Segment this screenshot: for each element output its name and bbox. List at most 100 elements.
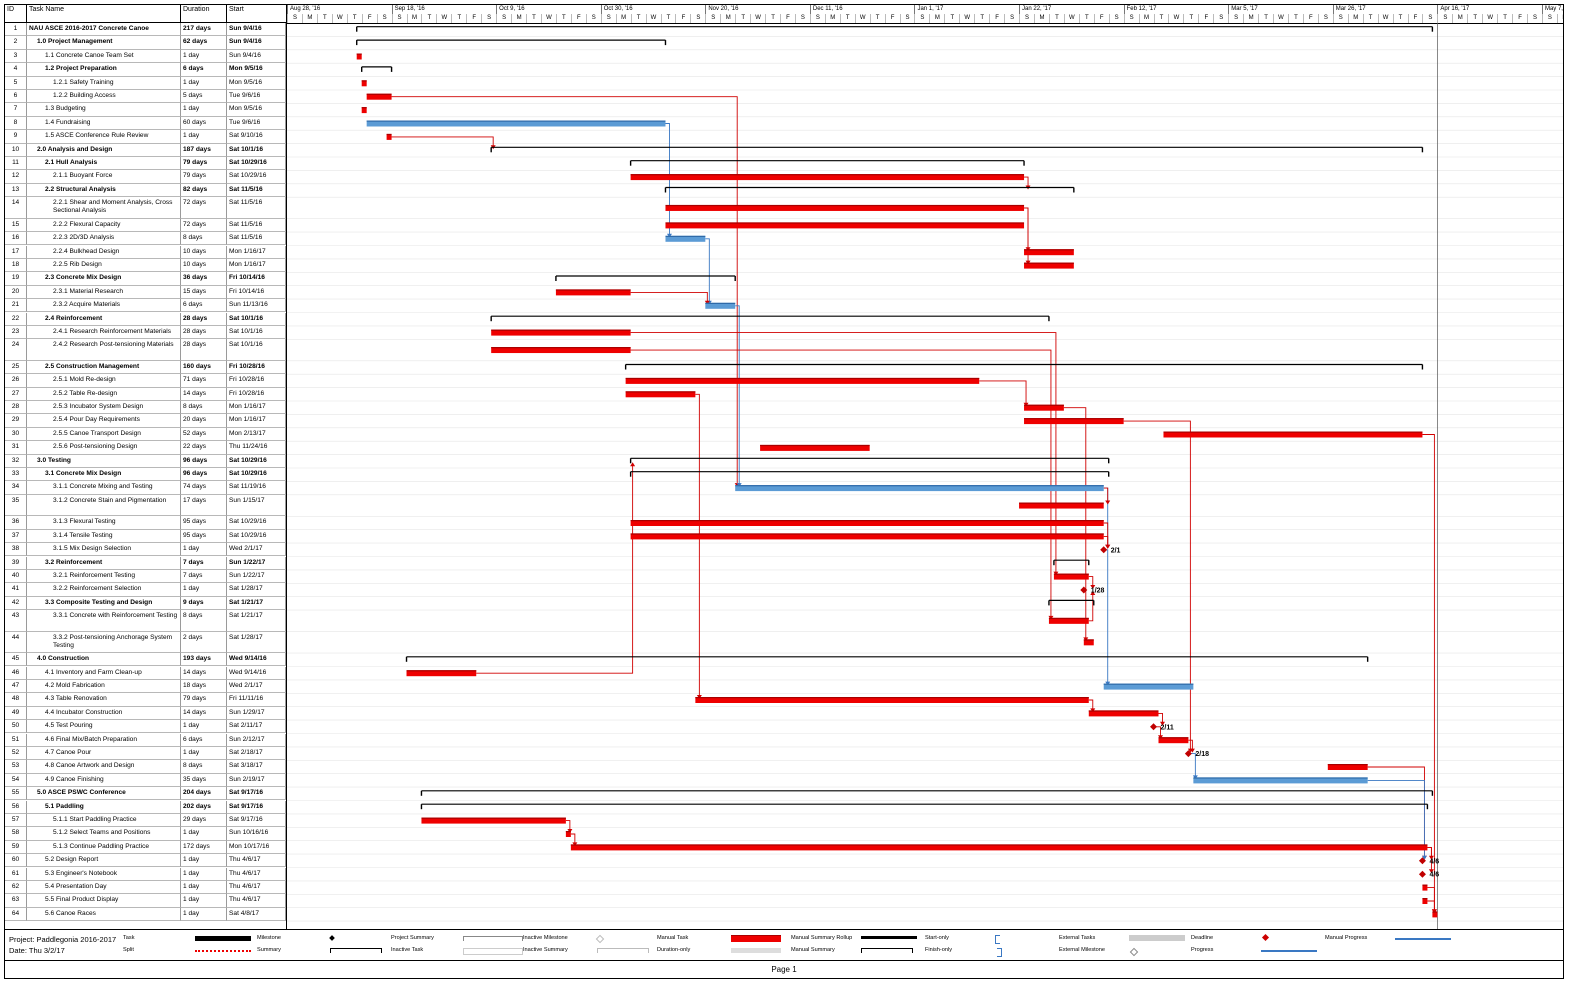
task-duration[interactable]: 96 days — [181, 454, 227, 468]
task-start[interactable]: Sun 1/22/17 — [227, 556, 286, 570]
task-duration[interactable]: 1 day — [181, 103, 227, 117]
task-name[interactable]: 3.3.1 Concrete with Reinforcement Testin… — [27, 610, 181, 632]
task-name[interactable]: 2.1.1 Buoyant Force — [27, 170, 181, 184]
task-start[interactable]: Sat 10/29/16 — [227, 454, 286, 468]
task-start[interactable]: Sat 1/28/17 — [227, 631, 286, 654]
task-name[interactable]: 1.2 Project Preparation — [27, 63, 181, 77]
task-duration[interactable]: 29 days — [181, 813, 227, 828]
task-start[interactable]: Sat 11/19/16 — [227, 481, 286, 495]
task-duration[interactable]: 1 day — [181, 583, 227, 597]
task-start[interactable]: Sat 10/29/16 — [227, 170, 286, 184]
task-name[interactable]: 4.2 Mold Fabrication — [27, 679, 181, 694]
task-id[interactable]: 57 — [5, 813, 27, 828]
task-start[interactable]: Wed 9/14/16 — [227, 653, 286, 667]
task-duration[interactable]: 172 days — [181, 840, 227, 855]
task-name[interactable]: 1.5 ASCE Conference Rule Review — [27, 130, 181, 144]
task-duration[interactable]: 14 days — [181, 666, 227, 680]
task-start[interactable]: Thu 4/6/17 — [227, 867, 286, 881]
task-start[interactable]: Sat 2/11/17 — [227, 720, 286, 734]
task-id[interactable]: 28 — [5, 401, 27, 415]
task-duration[interactable]: 8 days — [181, 760, 227, 774]
task-start[interactable]: Sun 1/22/17 — [227, 569, 286, 584]
task-id[interactable]: 54 — [5, 773, 27, 788]
task-duration[interactable]: 72 days — [181, 197, 227, 219]
task-name[interactable]: 4.1 Inventory and Farm Clean-up — [27, 666, 181, 680]
task-start[interactable]: Sat 11/5/16 — [227, 197, 286, 219]
task-start[interactable]: Sat 11/5/16 — [227, 218, 286, 233]
column-header-task-name[interactable]: Task Name — [27, 5, 181, 23]
task-id[interactable]: 44 — [5, 631, 27, 654]
task-start[interactable]: Sat 1/28/17 — [227, 583, 286, 597]
task-name[interactable]: 5.6 Canoe Races — [27, 907, 181, 922]
task-start[interactable]: Mon 1/16/17 — [227, 245, 286, 259]
task-id[interactable]: 56 — [5, 800, 27, 814]
task-name[interactable]: 3.2 Reinforcement — [27, 556, 181, 570]
task-id[interactable]: 5 — [5, 76, 27, 90]
task-start[interactable]: Mon 10/17/16 — [227, 840, 286, 855]
task-id[interactable]: 29 — [5, 414, 27, 428]
task-start[interactable]: Thu 4/6/17 — [227, 854, 286, 868]
task-id[interactable]: 10 — [5, 143, 27, 157]
task-start[interactable]: Tue 9/6/16 — [227, 116, 286, 131]
task-duration[interactable]: 35 days — [181, 773, 227, 788]
task-id[interactable]: 32 — [5, 454, 27, 468]
task-start[interactable]: Sun 9/4/16 — [227, 49, 286, 64]
task-name[interactable]: 4.0 Construction — [27, 653, 181, 667]
task-id[interactable]: 3 — [5, 49, 27, 64]
task-name[interactable]: 4.6 Final Mix/Batch Preparation — [27, 733, 181, 747]
task-id[interactable]: 6 — [5, 90, 27, 104]
task-id[interactable]: 7 — [5, 103, 27, 117]
task-duration[interactable]: 1 day — [181, 720, 227, 734]
task-duration[interactable]: 10 days — [181, 245, 227, 259]
task-duration[interactable]: 15 days — [181, 285, 227, 300]
task-id[interactable]: 35 — [5, 494, 27, 517]
task-duration[interactable]: 6 days — [181, 733, 227, 747]
task-id[interactable]: 16 — [5, 232, 27, 246]
task-id[interactable]: 8 — [5, 116, 27, 131]
task-name[interactable]: 2.2.3 2D/3D Analysis — [27, 232, 181, 246]
task-id[interactable]: 53 — [5, 760, 27, 774]
task-start[interactable]: Wed 2/1/17 — [227, 679, 286, 694]
task-id[interactable]: 52 — [5, 746, 27, 761]
task-start[interactable]: Mon 1/16/17 — [227, 401, 286, 415]
task-duration[interactable]: 17 days — [181, 494, 227, 517]
task-duration[interactable]: 1 day — [181, 130, 227, 144]
task-name[interactable]: 3.3.2 Post-tensioning Anchorage System T… — [27, 631, 181, 654]
task-duration[interactable]: 193 days — [181, 653, 227, 667]
task-duration[interactable]: 95 days — [181, 516, 227, 530]
task-id[interactable]: 58 — [5, 827, 27, 841]
task-duration[interactable]: 7 days — [181, 569, 227, 584]
task-name[interactable]: 3.1.3 Flexural Testing — [27, 516, 181, 530]
task-id[interactable]: 51 — [5, 733, 27, 747]
task-name[interactable]: 5.1 Paddling — [27, 800, 181, 814]
task-start[interactable]: Sat 9/17/16 — [227, 800, 286, 814]
task-name[interactable]: 2.2.5 Rib Design — [27, 258, 181, 273]
